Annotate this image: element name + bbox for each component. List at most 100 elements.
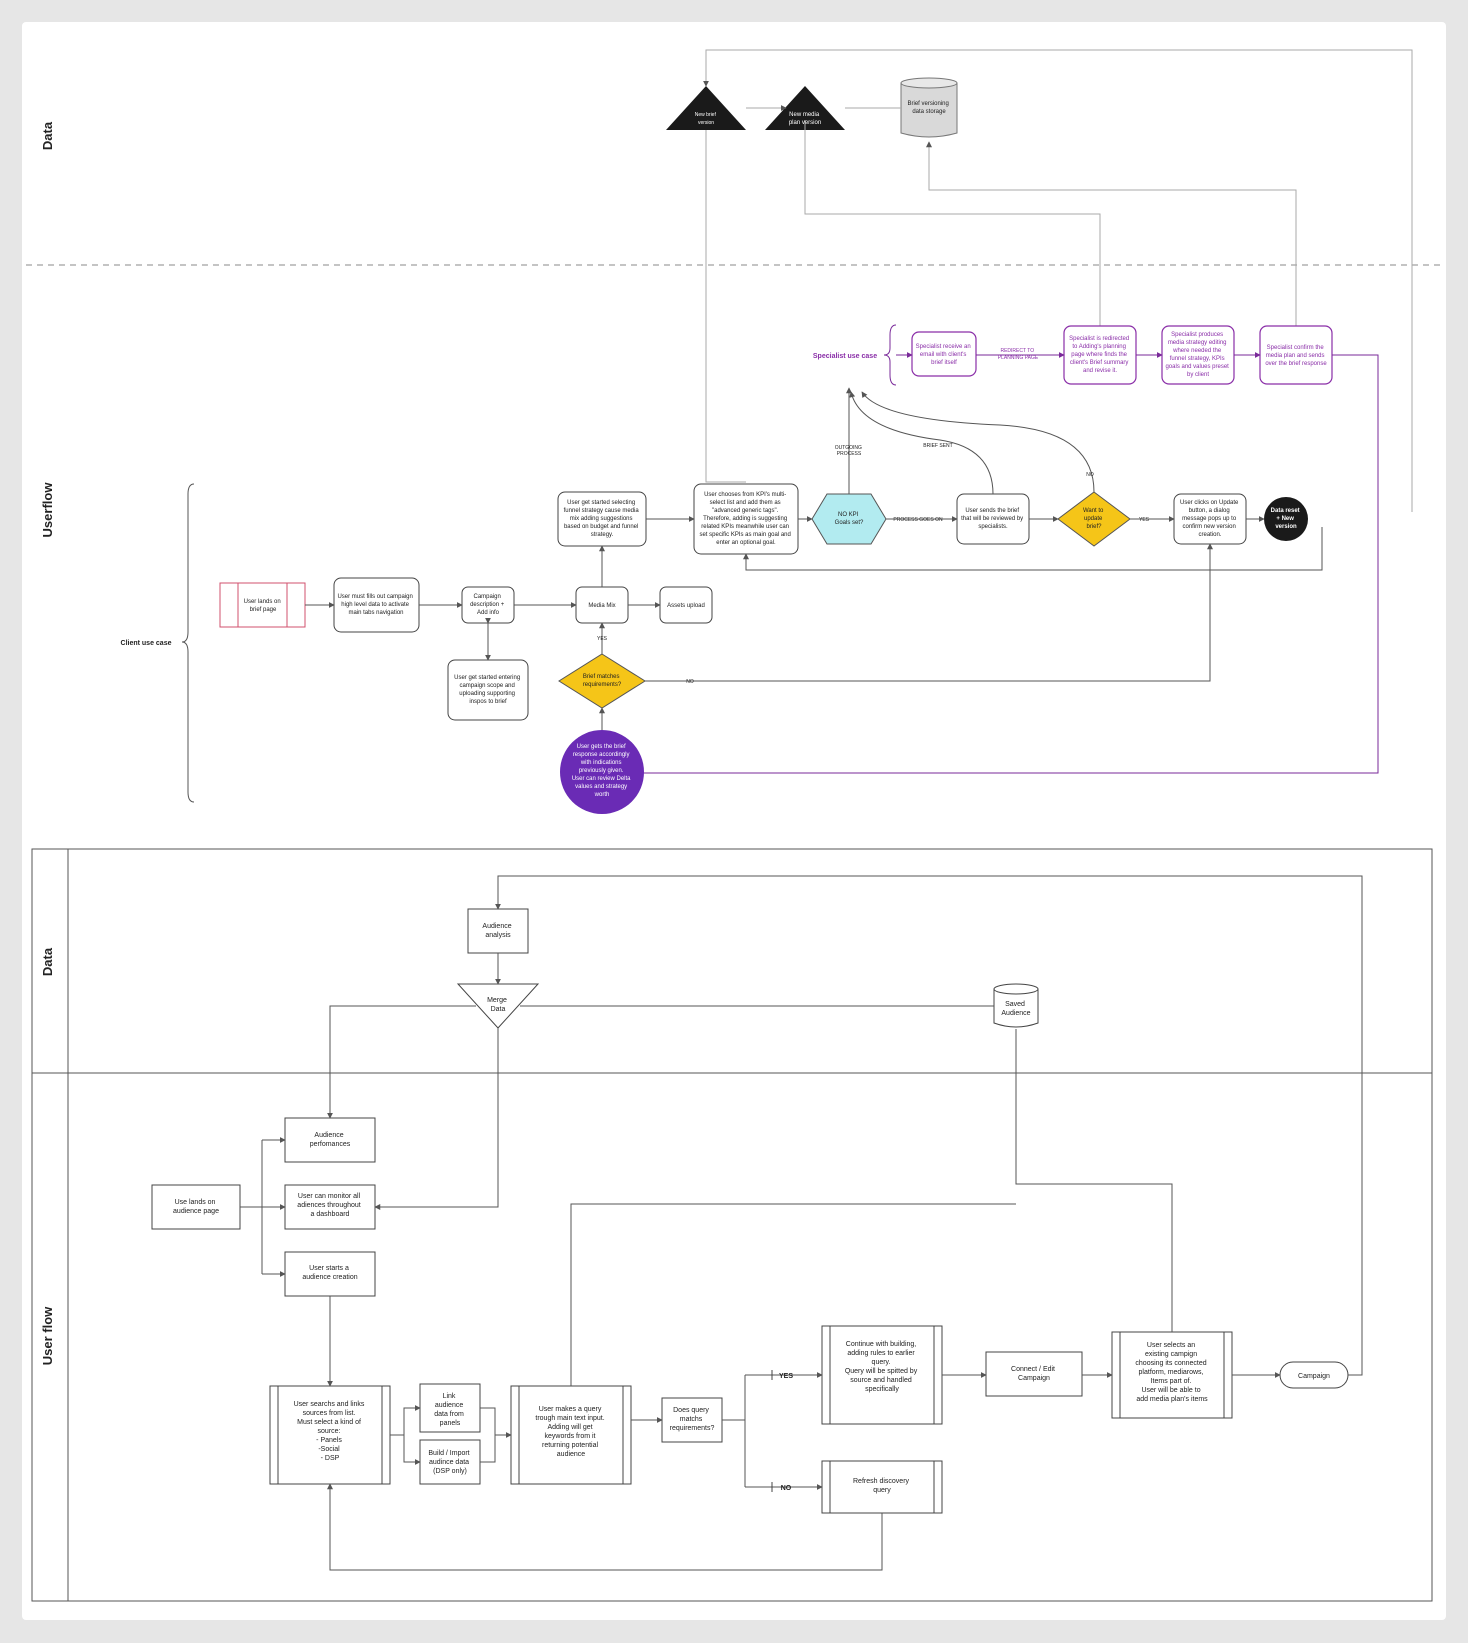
no-label: NO: [781, 1485, 792, 1492]
svg-text:Saved Audience: Saved Audience: [1001, 1001, 1030, 1017]
svg-text:Brief matches requiremen: Brief matches requirements?: [583, 674, 622, 688]
svg-text:Connect / Edit Campaign: Connect / Edit Campaign: [1011, 1366, 1057, 1382]
svg-text:User starts a audience c: User starts a audience creation: [302, 1265, 357, 1281]
select-existing-campaign: User selects an existing campign choosin…: [1111, 1331, 1233, 1419]
edge-brief-sent: [849, 391, 994, 495]
svg-text:Data reset + New v: Data reset + New version: [1271, 508, 1302, 530]
edge-want-no: [861, 391, 1095, 493]
specialist-confirm: Specialist confirm the media plan and se…: [1259, 325, 1333, 385]
edge-label-no-update: NO: [1086, 472, 1094, 478]
client-sends-brief: User sends the brief that will be review…: [956, 493, 1030, 545]
edge-build-query: [480, 1435, 496, 1463]
build-import: Build / Import audince data (DSP only): [419, 1439, 481, 1485]
edge-merge-performances: [327, 1005, 476, 1119]
client-kpis: User chooses from KPI's multi- select li…: [693, 483, 799, 555]
lands-audience-page: Use lands on audience page: [151, 1184, 241, 1230]
bottom-pool: [31, 848, 1433, 1602]
client-brief-matches-decision: Brief matches requirements?: [558, 653, 646, 709]
svg-text:Campaign description +: Campaign description + Add info: [470, 594, 506, 616]
bottom-lane-label-data: Data: [40, 947, 55, 976]
edge-refresh-loop: [327, 1483, 883, 1571]
svg-text:User selects an existing: User selects an existing campign choosin…: [1135, 1342, 1208, 1403]
svg-text:Campaign: Campaign: [1298, 1373, 1330, 1380]
svg-text:User searchs and links s: User searchs and links sources from list…: [294, 1401, 367, 1462]
specialist-produces: Specialist produces media strategy editi…: [1161, 325, 1235, 385]
svg-text:User must fills out campaign: User must fills out campaign high level …: [337, 594, 414, 616]
edge-confirm-to-storage: [926, 141, 1297, 326]
client-campaign-description: Campaign description + Add info: [461, 586, 515, 624]
yes-label: YES: [779, 1373, 793, 1380]
svg-text:User lands on brief page: User lands on brief page: [244, 599, 283, 613]
svg-text:Merge Data: Merge Data: [487, 997, 509, 1013]
specialist-receive-email: Specialist receive an email with client'…: [911, 331, 977, 377]
lane-label-userflow: Userflow: [40, 482, 55, 538]
saved-audience-node: Saved Audience: [993, 983, 1039, 1028]
client-want-update-decision: Want to update brief?: [1057, 491, 1131, 547]
make-query: User makes a query trough main text inpu…: [510, 1385, 632, 1485]
specialist-redirected: Specialist is redirected to Adding's pla…: [1063, 325, 1137, 385]
client-brace: [181, 483, 195, 803]
continue-building: Continue with building, adding rules to …: [821, 1325, 943, 1425]
svg-text:Refresh discovery query: Refresh discovery query: [853, 1478, 911, 1494]
edge-merge-monitor: [374, 1028, 499, 1210]
refresh-discovery: Refresh discovery query: [821, 1460, 943, 1514]
svg-text:Specialist produces medi: Specialist produces media strategy editi…: [1165, 332, 1230, 378]
svg-text:Brief versioning data st: Brief versioning data storage: [907, 101, 950, 115]
edge-label-outgoing: OUTGOING PROCESS: [835, 445, 864, 457]
link-panels: Link audience data from panels: [419, 1383, 481, 1433]
specialist-use-case-label: Specialist use case: [813, 353, 877, 360]
edge-label-yes-update: YES: [1139, 517, 1150, 523]
audience-analysis-node: Audience analysis: [467, 908, 529, 954]
edge-label-no-match: NO: [686, 679, 694, 685]
new-brief-version-node: New brief version: [666, 86, 746, 130]
client-use-case-label: Client use case: [121, 640, 172, 647]
client-data-reset: Data reset + New version: [1264, 497, 1308, 541]
svg-text:Assets upload: Assets upload: [667, 603, 705, 609]
client-scope: User get started entering campaign scope…: [447, 659, 529, 721]
svg-text:Audience analysis: Audience analysis: [482, 923, 513, 939]
client-media-mix: Media Mix: [575, 586, 629, 624]
edge-brief-version-down: [705, 130, 746, 483]
edge-label-redirect: REDIRECT TO PLANNING PAGE: [998, 348, 1039, 361]
edge-reset-to-brief-version: [703, 49, 1413, 512]
svg-text:Media Mix: Media Mix: [588, 603, 615, 609]
svg-text:User gets the brief resp: User gets the brief response accordingly…: [572, 744, 632, 798]
edge-confirm-to-response: [615, 354, 1379, 776]
edge-media-plan-to-specialist: [804, 120, 1101, 326]
client-update-button: User clicks on Update button, a dialog m…: [1173, 493, 1247, 545]
svg-text:Use lands on audience pa: Use lands on audience page: [173, 1199, 219, 1215]
starts-audience-creation: User starts a audience creation: [284, 1251, 376, 1297]
edge-label-yes-match: YES: [597, 636, 608, 642]
lane-label-data: Data: [40, 121, 55, 150]
edge-match-no: [645, 543, 1213, 682]
svg-text:Specialist is redirected: Specialist is redirected to Adding's pla…: [1069, 336, 1131, 374]
svg-text:Audience perfomances: Audience perfomances: [310, 1132, 351, 1148]
client-lands-brief: User lands on brief page: [219, 582, 306, 628]
connect-edit-campaign: Connect / Edit Campaign: [985, 1351, 1083, 1397]
svg-text:User chooses from KPI's multi-: User chooses from KPI's multi- select li…: [699, 492, 792, 546]
svg-text:Build / Import audince d: Build / Import audince data (DSP only): [428, 1450, 471, 1475]
svg-text:Link audience data: Link audience data from panels: [434, 1393, 466, 1427]
edge-search-link: [390, 1405, 421, 1436]
search-sources: User searchs and links sources from list…: [269, 1385, 391, 1485]
edge-label-brief-sent: BRIEF SENT: [923, 443, 952, 449]
client-no-kpi-decision: NO KPI Goals set?: [811, 493, 887, 545]
client-funnel: User get started selecting funnel strate…: [557, 491, 647, 547]
svg-text:Does query matchs: Does query matchs requirements?: [670, 1407, 715, 1432]
svg-text:User clicks on Update bu: User clicks on Update button, a dialog m…: [1180, 500, 1240, 538]
edge-link-query: [480, 1407, 512, 1438]
edge-reset-to-kpis: [743, 527, 1323, 571]
svg-text:Continue with building,: Continue with building, adding rules to …: [845, 1341, 919, 1393]
edge-search-build: [403, 1435, 421, 1465]
svg-text:User get started selecting: User get started selecting funnel strate…: [564, 500, 641, 538]
client-brief-response: User gets the brief response accordingly…: [560, 730, 644, 814]
edge-label-process-goes-on: PROCESS GOES ON: [893, 517, 943, 523]
audience-performances: Audience perfomances: [284, 1117, 376, 1163]
svg-text:New brief version: New brief version: [695, 112, 718, 126]
client-fill-out: User must fills out campaign high level …: [333, 577, 420, 633]
svg-text:User sends the brief tha: User sends the brief that will be review…: [961, 508, 1025, 530]
campaign-terminal: Campaign: [1279, 1361, 1349, 1389]
does-query-match: Does query matchs requirements?: [661, 1397, 723, 1443]
monitor-audiences: User can monitor all adiences throughout…: [284, 1184, 376, 1230]
